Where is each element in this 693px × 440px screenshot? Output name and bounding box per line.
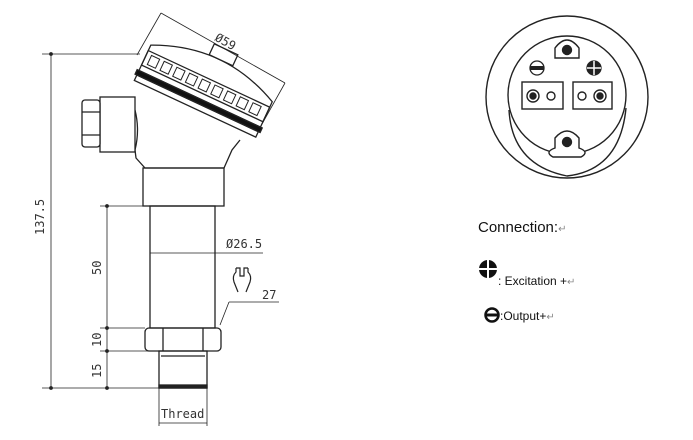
- connection-title: Connection:↵: [478, 219, 566, 236]
- housing-body: [134, 109, 241, 169]
- excitation-label: : Excitation +: [498, 274, 568, 288]
- return-mark: ↵: [567, 277, 576, 288]
- body-length-label: 50: [90, 261, 104, 275]
- wrench-size-label: 27: [262, 288, 276, 302]
- cable-gland: [81, 96, 136, 153]
- hex-height-label: 10: [90, 333, 104, 347]
- wrench-icon: [232, 267, 252, 293]
- connection-title-text: Connection:: [478, 219, 559, 236]
- return-mark: ↵: [558, 224, 567, 235]
- total-height-dimension: [42, 52, 160, 390]
- terminal-top-view: [485, 15, 649, 179]
- thread-label: Thread: [161, 407, 204, 421]
- total-height-label: 137.5: [33, 199, 47, 235]
- wrench-size-dimension: [219, 301, 279, 326]
- return-mark: ↵: [546, 312, 555, 323]
- thread-section: [158, 350, 208, 389]
- connection-head: [133, 42, 274, 138]
- output-label: :Output+: [500, 309, 547, 323]
- chain-dimensions: [100, 204, 159, 390]
- head-diameter-dimension: [136, 12, 286, 125]
- hex-nut: [144, 327, 222, 352]
- minus-terminal-icon: [484, 307, 500, 323]
- minus-terminal-marker-icon: [529, 60, 545, 76]
- legend-item-excitation: : Excitation +↵: [478, 259, 575, 288]
- thread-length-label: 15: [90, 364, 104, 378]
- plus-terminal-marker-icon: [586, 60, 602, 76]
- thread-dimension: [158, 388, 208, 426]
- plus-terminal-icon: [479, 260, 497, 278]
- sensor-body: [149, 205, 216, 329]
- legend-item-output: :Output+↵: [484, 307, 555, 323]
- neck: [142, 167, 225, 207]
- body-diameter-label: Ø26.5: [226, 237, 262, 251]
